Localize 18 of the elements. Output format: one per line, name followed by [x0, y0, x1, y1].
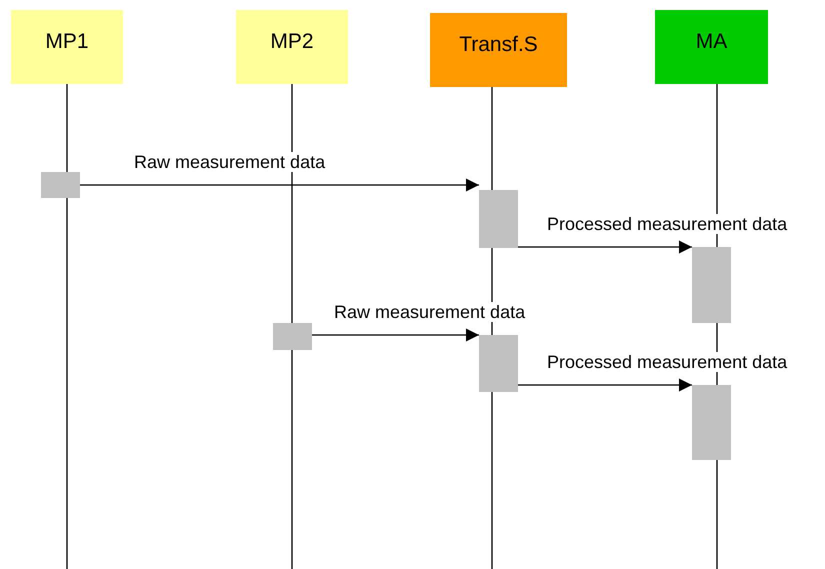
edge-label: Processed measurement data: [546, 352, 788, 372]
message-arrow: [80, 178, 479, 192]
message-arrow: [518, 240, 692, 254]
edge-label: Raw measurement data: [333, 302, 526, 322]
participant-box: Transf.S: [430, 13, 567, 87]
activation-bar: [41, 172, 80, 198]
activation-bar: [273, 323, 312, 350]
message-arrow: [518, 378, 692, 392]
edge-label: Raw measurement data: [133, 152, 326, 172]
activation-bar: [692, 247, 731, 323]
participant-box: MP2: [236, 10, 348, 84]
activation-bar: [692, 385, 731, 460]
edge-label: Processed measurement data: [546, 214, 788, 234]
activation-bar: [479, 190, 518, 248]
participant-box: MA: [655, 10, 768, 84]
participant-box: MP1: [11, 10, 123, 84]
activation-bar: [479, 335, 518, 392]
message-arrow: [312, 328, 479, 342]
